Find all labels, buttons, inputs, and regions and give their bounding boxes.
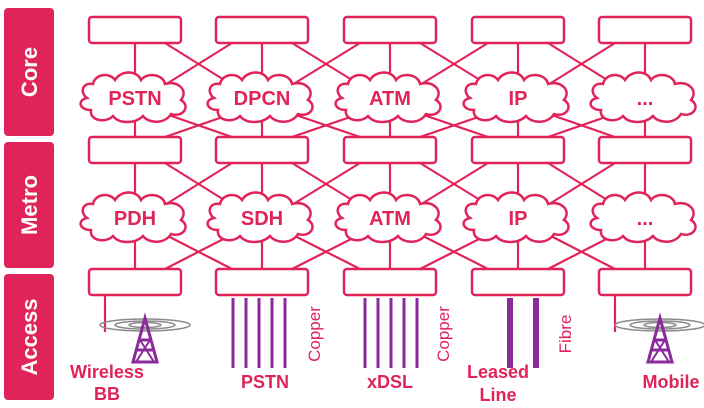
core-node-box-3 bbox=[342, 15, 438, 45]
core-cloud-label-1: PSTN bbox=[108, 88, 161, 110]
metro-cloud-2: SDH bbox=[206, 191, 314, 244]
band-metro-label: Metro bbox=[17, 175, 42, 235]
core-cloud-1: PSTN bbox=[79, 71, 187, 124]
cloud-metro-link-3-4 bbox=[542, 110, 616, 139]
core-node-box-4 bbox=[470, 15, 566, 45]
metro-cloud-label-2: SDH bbox=[241, 208, 283, 230]
core-cloud-3: ATM bbox=[334, 71, 442, 124]
band-access-label: Access bbox=[17, 298, 42, 375]
access-node-box-3 bbox=[342, 267, 438, 297]
media-label-fibre: Fibre bbox=[556, 315, 575, 354]
metro-cloud-label-3: ATM bbox=[369, 208, 411, 230]
access-node-box-1 bbox=[87, 267, 183, 297]
metro-cloud-label-4: IP bbox=[509, 208, 528, 230]
metro-cloud-link-3-2 bbox=[414, 162, 489, 209]
media-label-copper-xdsl: Copper bbox=[434, 306, 453, 362]
core-cloud-link-4-3 bbox=[542, 42, 616, 89]
service-label-xdsl: xDSL bbox=[367, 372, 413, 392]
core-cloud-label-2: DPCN bbox=[234, 88, 291, 110]
core-cloud-link-2-1 bbox=[286, 42, 361, 89]
core-node-box-5 bbox=[597, 15, 693, 45]
core-cloud-2: DPCN bbox=[206, 71, 314, 124]
service-label-mobile: Mobile bbox=[643, 372, 700, 392]
core-cloud-4: IP bbox=[462, 71, 570, 124]
metro-node-box-2 bbox=[214, 135, 310, 165]
media-label-copper-pstn: Copper bbox=[305, 306, 324, 362]
cloud-access-link-2-3 bbox=[414, 231, 489, 270]
service-label-bb: BB bbox=[94, 384, 120, 404]
core-cloud-label-3: ATM bbox=[369, 88, 411, 110]
xdsl-copper-wires bbox=[363, 298, 419, 368]
metro-cloud-5: ... bbox=[589, 191, 697, 244]
metro-node-box-5 bbox=[597, 135, 693, 165]
cloud-metro-link-0-1 bbox=[159, 110, 233, 139]
metro-cloud-3: ATM bbox=[334, 191, 442, 244]
cloud-metro-link-1-2 bbox=[286, 110, 361, 139]
metro-node-box-1 bbox=[87, 135, 183, 165]
core-cloud-5: ... bbox=[589, 71, 697, 124]
core-cloud-label-4: IP bbox=[509, 88, 528, 110]
metro-node-box-3 bbox=[342, 135, 438, 165]
cloud-metro-link-2-3 bbox=[414, 110, 489, 139]
wireless-tower-icon bbox=[99, 312, 191, 364]
metro-cloud-1: PDH bbox=[79, 191, 187, 244]
band-core: Core bbox=[4, 8, 54, 136]
access-node-box-2 bbox=[214, 267, 310, 297]
metro-cloud-4: IP bbox=[462, 191, 570, 244]
service-label-wireless: Wireless bbox=[70, 362, 144, 382]
core-cloud-label-5: ... bbox=[637, 88, 654, 110]
band-access: Access bbox=[4, 274, 54, 400]
metro-cloud-link-4-3 bbox=[542, 162, 616, 209]
node-boxes bbox=[87, 15, 693, 297]
service-label-pstn: PSTN bbox=[241, 372, 289, 392]
metro-cloud-link-2-1 bbox=[286, 162, 361, 209]
access-node-box-5 bbox=[597, 267, 693, 297]
service-label-leased: Leased bbox=[467, 362, 529, 382]
metro-cloud-label-5: ... bbox=[637, 208, 654, 230]
cloud-access-link-3-4 bbox=[542, 231, 616, 270]
core-node-box-2 bbox=[214, 15, 310, 45]
core-cloud-link-3-2 bbox=[414, 42, 489, 89]
mobile-tower-icon bbox=[614, 312, 704, 364]
service-label-line: Line bbox=[479, 385, 516, 405]
leased-line-fibre bbox=[507, 298, 539, 368]
cloud-access-link-0-1 bbox=[159, 231, 233, 270]
metro-cloud-label-1: PDH bbox=[114, 208, 156, 230]
core-cloud-link-1-0 bbox=[159, 42, 233, 89]
access-node-box-4 bbox=[470, 267, 566, 297]
network-clouds: PSTN DPCN ATM IP... PDH SDH ATM IP... bbox=[79, 71, 697, 244]
metro-cloud-link-1-0 bbox=[159, 162, 233, 209]
cloud-access-link-1-2 bbox=[286, 231, 361, 270]
band-core-label: Core bbox=[17, 47, 42, 97]
band-metro: Metro bbox=[4, 142, 54, 268]
core-node-box-1 bbox=[87, 15, 183, 45]
metro-node-box-4 bbox=[470, 135, 566, 165]
pstn-copper-wires bbox=[231, 298, 287, 368]
